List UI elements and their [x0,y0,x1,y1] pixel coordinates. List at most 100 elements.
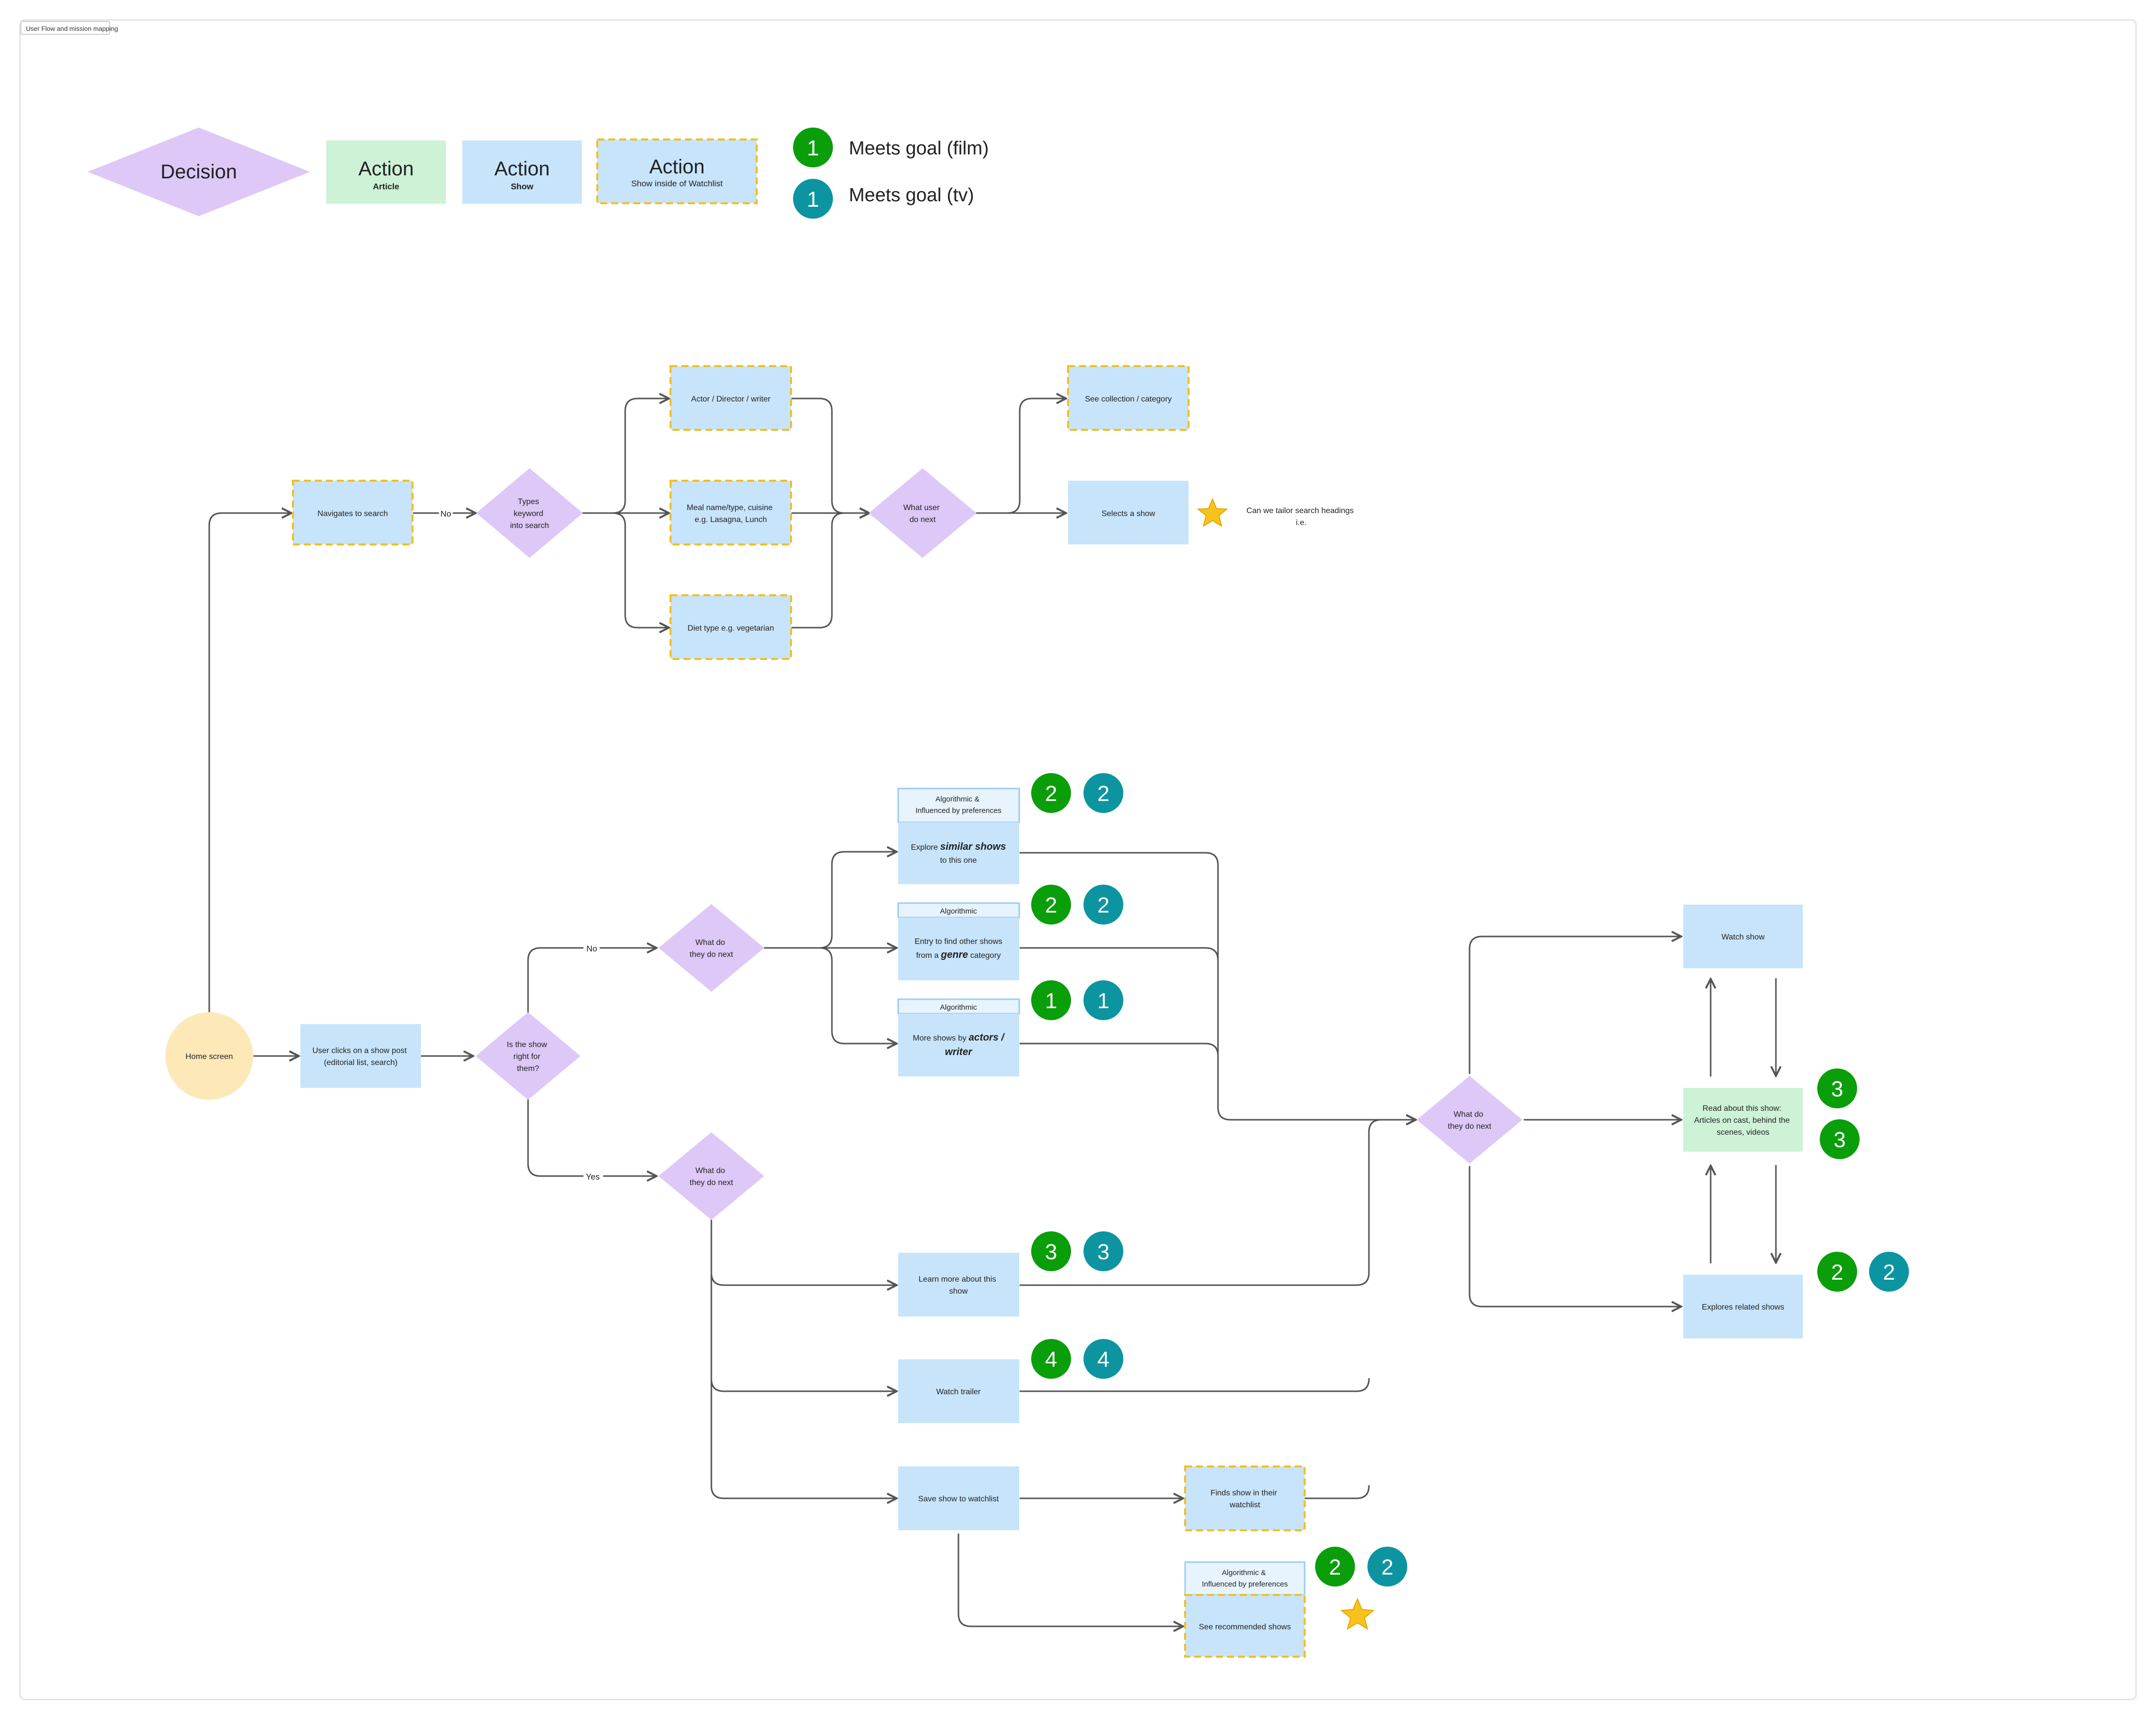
node-types-keyword-line: Types [518,498,539,506]
goal-badge-number: 4 [1097,1347,1109,1372]
goal-badge-number: 1 [1045,989,1057,1013]
node-similar-body-c: to this one [940,856,977,865]
node-see-collection-label: See collection / category [1085,395,1172,403]
edge-yes-to-save [710,1219,897,1498]
node-watch-trailer-label: Watch trailer [936,1388,981,1396]
node-what-do-right-line: they do next [1448,1122,1491,1131]
node-is-show-right-label: Is the show right for them? [507,1041,549,1073]
node-what-do-next-no-label: What do they do next [689,938,733,959]
node-recommended-shows [1184,1594,1306,1658]
node-explores-related-label: Explores related shows [1702,1303,1784,1312]
node-actor-director-writer-label: Actor / Director / writer [691,395,771,403]
node-genre-body-b: from a [916,951,941,960]
node-similar-header-line: Influenced by preferences [916,806,1002,815]
node-learn-more-line: Learn more about this [919,1275,996,1284]
goal-badge-tv [1083,773,1123,813]
node-finds-show-watchlist [1184,1465,1306,1531]
edge-diet-to-whatuser [791,513,869,629]
node-actors-body-c: writer [945,1047,973,1058]
node-explores-related [1683,1275,1803,1338]
node-watch-trailer [898,1359,1019,1423]
edge-label-yes: Yes [586,1172,600,1182]
node-meal-name-line: e.g. Lasagna, Lunch [694,516,767,524]
edge-isright-to-no-a [527,947,584,1013]
node-meal-name-label: Meal name/type, cuisine e.g. Lasagna, Lu… [687,504,775,524]
node-finds-show-watchlist-label: Finds show in their watchlist [1211,1489,1279,1509]
goal-badge-tv [1083,1339,1123,1379]
edge-types-to-diet [582,512,669,628]
edge-right-to-related [1469,1166,1681,1307]
star-icon [1340,1597,1375,1630]
note-tailor-search: Can we tailor search headings i.e. [1246,507,1356,527]
node-read-about-show [1683,1088,1803,1152]
node-actors-header-label: Algorithmic [940,1003,977,1012]
goal-badge-film [1031,1231,1071,1271]
edge-trailer-to-right [1019,1378,1370,1392]
legend-watchlist-title: Action [649,156,704,178]
edge-yes-to-learn [710,1272,897,1285]
node-read-about-show-label: Read about this show: Articles on cast, … [1694,1104,1792,1137]
node-see-collection [1067,365,1190,431]
node-genre-body-d: category [968,951,1001,960]
goal-badge-film [1315,1547,1355,1587]
node-learn-more [898,1253,1019,1317]
legend-show-sub: Show [511,182,534,191]
node-finds-show-line: watchlist [1229,1501,1260,1509]
node-what-user-line: do next [910,516,936,524]
goal-badge-tv [1869,1252,1909,1292]
node-types-keyword-label: Types keyword into search [510,498,549,530]
legend-show-box [462,140,582,204]
node-actors-body-b: actors / [968,1032,1005,1043]
note-tailor-line: Can we tailor search headings [1246,507,1353,515]
node-similar-body-a: Explore [911,843,941,852]
legend-film-label: Meets goal (film) [849,138,989,159]
goal-badge-film [1031,885,1071,925]
goal-badge-tv [1083,980,1123,1020]
node-types-keyword-line: keyword [514,510,543,518]
node-similar-shows [898,822,1019,884]
edge-finds-to-right [1304,1485,1370,1499]
node-watch-show [1683,905,1803,968]
goal-badge-film [1817,1068,1857,1108]
frame-title: User Flow and mission mapping [26,25,118,32]
frame-title-tab [20,21,110,35]
legend: Decision Action Article Action Show Acti… [88,128,989,219]
legend-article-box [326,140,446,204]
node-recommended-header-line: Influenced by preferences [1202,1580,1288,1588]
node-user-clicks-line: User clicks on a show post [312,1047,407,1055]
node-read-about-line: Articles on cast, behind the [1694,1116,1790,1125]
goal-badge-film [1817,1252,1857,1292]
node-read-about-line: scenes, videos [1717,1128,1769,1137]
node-meal-name [670,480,792,545]
edge-home-to-search [208,513,291,1015]
goal-badge-number: 1 [1097,989,1109,1013]
legend-decision-label: Decision [160,161,237,183]
node-home-screen-label: Home screen [185,1053,233,1061]
goal-badge-tv [1367,1547,1407,1587]
node-what-do-next-yes-label: What do they do next [689,1167,733,1187]
legend-tv-badge [793,179,833,219]
legend-watchlist-box [596,138,758,204]
node-user-clicks-show-post-label: User clicks on a show post (editorial li… [312,1047,409,1067]
star-icon [1197,498,1228,528]
node-user-clicks-line: (editorial list, search) [324,1058,398,1067]
node-recommended-shows-label: See recommended shows [1199,1623,1291,1631]
node-types-keyword-line: into search [510,522,549,530]
edge-label-no-top: No [440,509,451,519]
node-what-do-yes-line: they do next [689,1179,733,1187]
node-diet-type-label: Diet type e.g. vegetarian [687,624,774,633]
node-genre-category-label: from a genre category [916,949,1001,960]
goal-badge-number: 2 [1045,893,1057,918]
node-genre-body-c: genre [941,949,968,960]
node-what-do-yes-line: What do [695,1167,725,1175]
node-user-clicks-show-post [300,1024,421,1088]
node-genre-header-label: Algorithmic [940,907,977,916]
legend-tv-label: Meets goal (tv) [849,185,974,206]
edges [208,398,1776,1626]
node-is-show-right-line: them? [517,1064,539,1073]
edge-label-no-mid: No [586,944,597,953]
edge-actors-to-right [1019,1043,1219,1057]
goal-badge-number: 3 [1834,1128,1846,1152]
